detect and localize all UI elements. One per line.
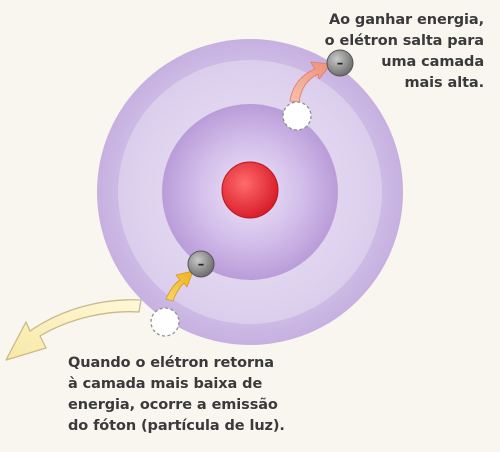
caption-line: energia, ocorre a emissão (68, 397, 278, 413)
caption-line: Ao ganhar energia, (328, 12, 484, 28)
caption-line: o elétron salta para (324, 33, 484, 49)
caption-energy-gain: Ao ganhar energia, o elétron salta para … (325, 10, 484, 94)
electron-inner-charge: – (198, 258, 205, 273)
caption-photon-emission: Quando o elétron retorna à camada mais b… (68, 353, 285, 437)
electron-outer-icon: – (326, 49, 354, 77)
caption-line: do fóton (partícula de luz). (68, 418, 285, 434)
caption-line: uma camada (381, 54, 484, 70)
nucleus-icon (221, 161, 279, 219)
electron-outer-charge: – (337, 57, 344, 72)
outer-jump-arrow-icon (289, 61, 332, 103)
empty-electron-position-bottom-icon (150, 307, 180, 337)
photon-emission-arrow-icon (5, 299, 142, 361)
electron-inner-icon: – (187, 250, 215, 278)
empty-electron-position-outer-icon (282, 101, 312, 131)
caption-line: mais alta. (404, 75, 484, 91)
inner-jump-arrow-icon (165, 270, 194, 302)
caption-line: Quando o elétron retorna (68, 355, 274, 371)
caption-line: à camada mais baixa de (68, 376, 263, 392)
